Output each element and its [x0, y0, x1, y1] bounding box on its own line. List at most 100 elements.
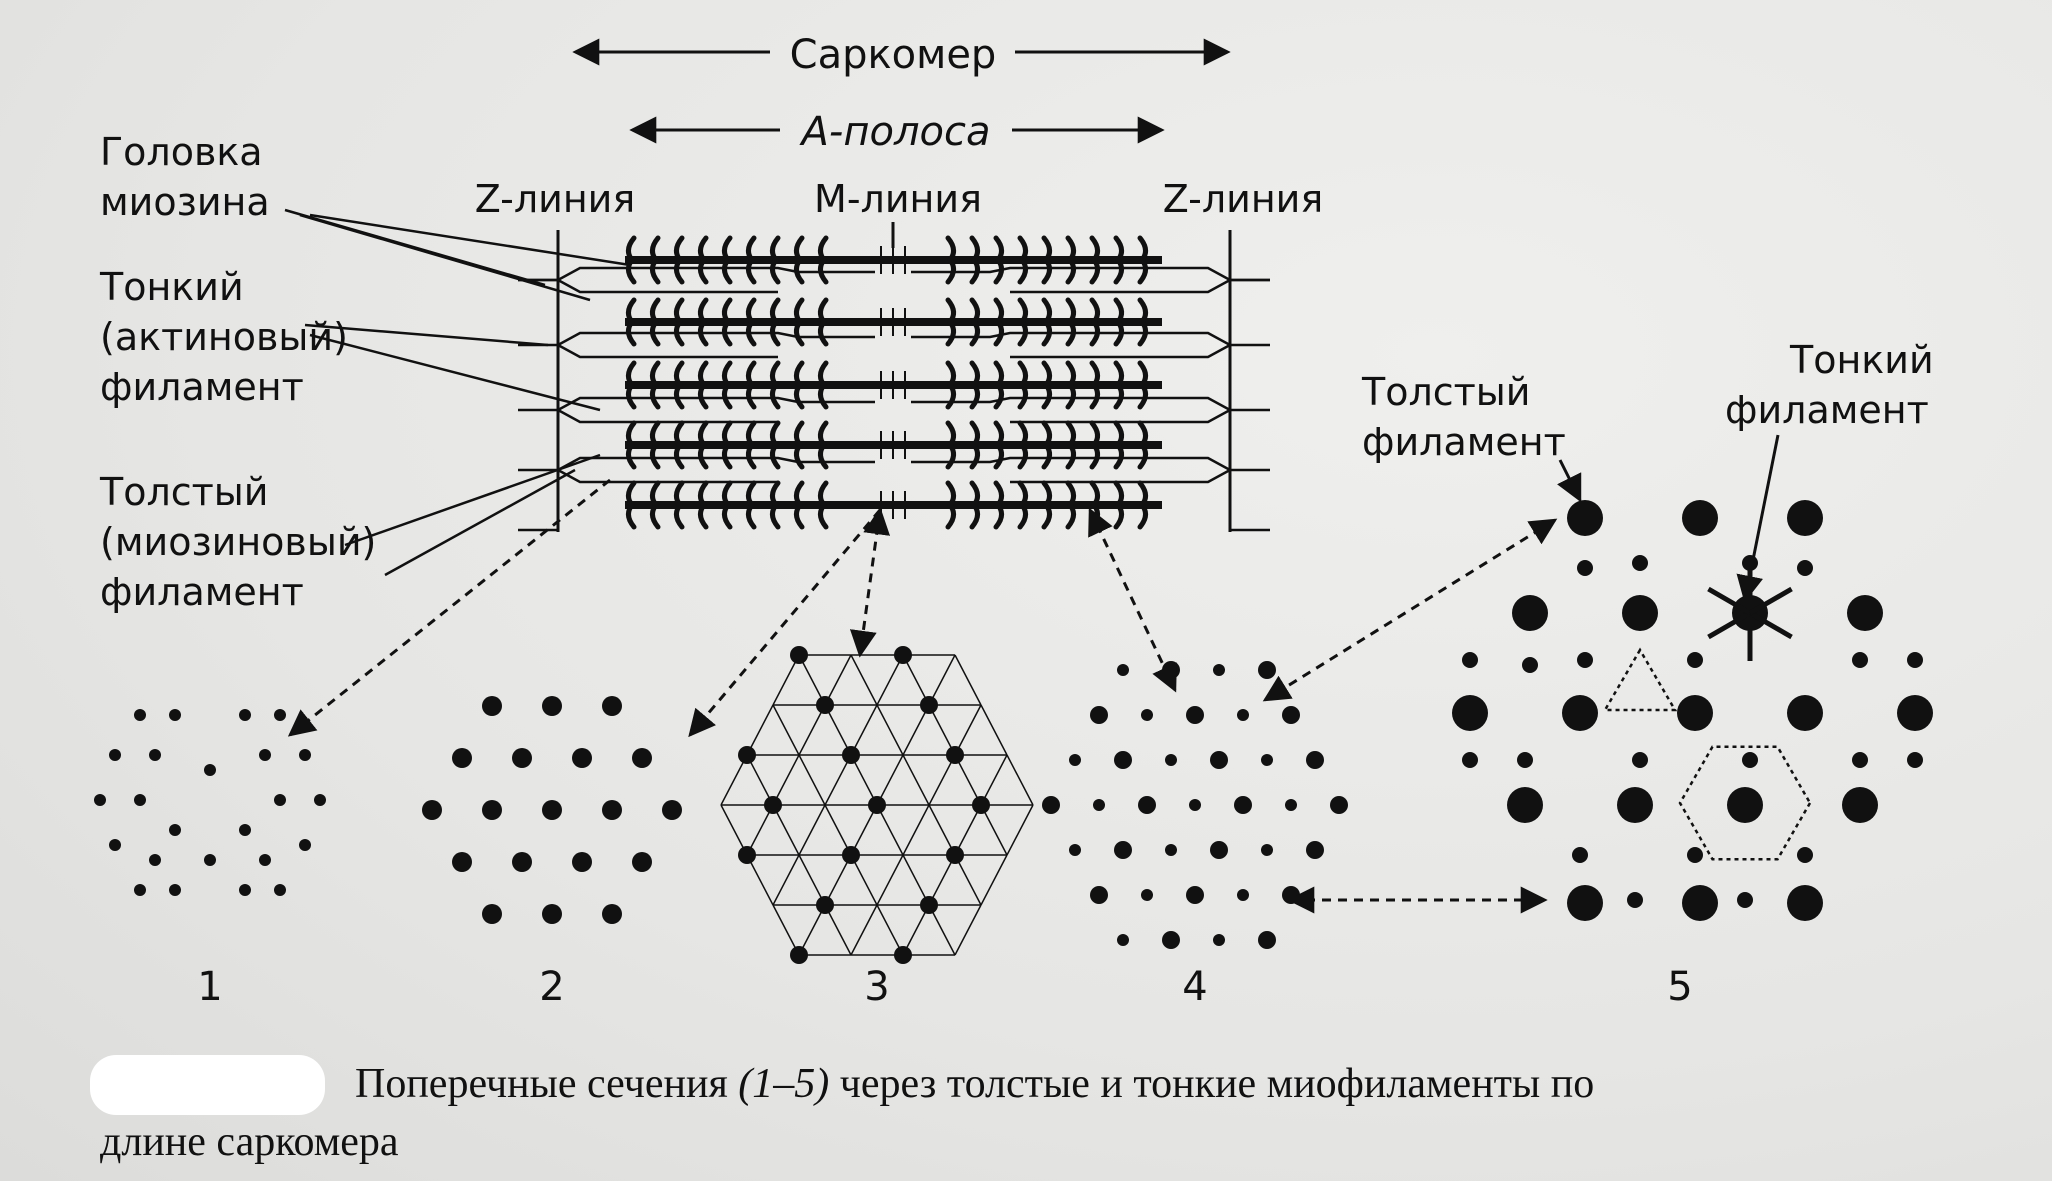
section-3-lattice-line [850, 654, 878, 706]
section-2-thick-filament [662, 800, 682, 820]
myosin-head [969, 420, 980, 470]
thin-filament-right [911, 266, 1270, 282]
myosin-head [818, 480, 829, 530]
section-3-lattice-line [928, 804, 956, 856]
myosin-head-label-2: миозина [100, 180, 270, 224]
section-5-thin-filament [1517, 752, 1533, 768]
section-4-filament [1258, 931, 1276, 949]
section-4-filament [1093, 799, 1105, 811]
section-2-thick-filament [542, 904, 562, 924]
section-3-lattice-line [876, 654, 904, 706]
section-4-filament [1141, 709, 1153, 721]
section-5-thick-filament [1787, 885, 1823, 921]
section-3-lattice-line [824, 904, 852, 956]
section-5-thin-filament [1797, 847, 1813, 863]
section-5-thin-filament [1742, 752, 1758, 768]
myosin-head [1041, 420, 1052, 470]
section-3-lattice-line [772, 654, 800, 706]
section-4-filament [1117, 934, 1129, 946]
section-5-thin-filament [1577, 560, 1593, 576]
section-3-lattice-line [954, 754, 982, 806]
section-4-filament [1210, 841, 1228, 859]
z-line-right-label: Z-линия [1163, 177, 1323, 221]
section-3-thick-filament [816, 696, 834, 714]
section-3-lattice-line [954, 854, 982, 906]
myosin-head [818, 235, 829, 285]
section-3-lattice-line [1006, 754, 1034, 806]
myosin-head [1041, 360, 1052, 410]
section-3-lattice-line [954, 804, 982, 856]
section-1-thin-filament [94, 794, 106, 806]
thin-filament-right [1010, 278, 1231, 294]
myosin-head [650, 480, 661, 530]
myosin-head [993, 297, 1004, 347]
thin-filament-right-label-1: Тонкий [1789, 338, 1934, 382]
myosin-head-label-1: Головка [100, 130, 263, 174]
section-5-thick-filament [1682, 500, 1718, 536]
myosin-head [650, 420, 661, 470]
section-4-filament [1213, 664, 1225, 676]
section-3-thick-filament [946, 746, 964, 764]
section-5-cross-bridge [1748, 586, 1793, 616]
section-3-thick-filament [738, 846, 756, 864]
section-4-filament [1285, 799, 1297, 811]
section-3-thick-filament [920, 696, 938, 714]
section-2-thick-filament [602, 696, 622, 716]
section-1-thin-filament [239, 709, 251, 721]
section-4-filament [1090, 886, 1108, 904]
myosin-head [650, 297, 661, 347]
section-1-thin-filament [259, 854, 271, 866]
myosin-head [1065, 420, 1076, 470]
myosin-head [1137, 297, 1148, 347]
section-5-thin-filament [1852, 752, 1868, 768]
section-2-thick-filament [602, 800, 622, 820]
section-5-thick-filament [1622, 595, 1658, 631]
section-4-filament [1258, 661, 1276, 679]
myosin-head [698, 480, 709, 530]
thin-filament-left [557, 468, 778, 484]
section-4-filament [1261, 754, 1273, 766]
section-4-filament [1117, 664, 1129, 676]
section-3-lattice-line [876, 704, 904, 756]
caption-line-1: Поперечные сечения (1–5) через толстые и… [355, 1061, 1594, 1107]
label-leader-line [304, 323, 549, 347]
section-3-lattice-line [772, 704, 800, 756]
section-1-thin-filament [149, 854, 161, 866]
myosin-head [722, 297, 733, 347]
section-1-thin-filament [109, 839, 121, 851]
section-5-thin-filament [1797, 560, 1813, 576]
section-pointer-arrow [1262, 518, 1558, 702]
section-1-thin-filament [149, 749, 161, 761]
section-3-lattice-line [850, 904, 878, 956]
section-4-filament [1162, 931, 1180, 949]
myosin-head [674, 420, 685, 470]
section-4-filament [1189, 799, 1201, 811]
section-2-thick-filament [512, 748, 532, 768]
thin-filament-right [1010, 343, 1231, 359]
section-number-2: 2 [539, 964, 564, 1010]
section-2-thick-filament [452, 748, 472, 768]
myosin-head [626, 360, 637, 410]
section-5-thick-filament [1787, 695, 1823, 731]
myosin-head [794, 360, 805, 410]
section-1-thin-filament [259, 749, 271, 761]
section-5-thin-filament [1737, 892, 1753, 908]
section-4-filament [1069, 844, 1081, 856]
section-4-filament [1306, 751, 1324, 769]
myosin-head [746, 235, 757, 285]
myosin-head [722, 420, 733, 470]
pointer-arrows [287, 478, 1558, 914]
section-4-filament [1234, 796, 1252, 814]
thick-filament-pointer [1557, 459, 1582, 503]
section-4-filament [1210, 751, 1228, 769]
section-3-lattice-line [772, 754, 800, 806]
myosin-head [1089, 420, 1100, 470]
section-3-lattice-line [746, 854, 774, 906]
section-3-lattice-line [798, 854, 826, 906]
myosin-head [746, 480, 757, 530]
myosin-head [722, 480, 733, 530]
section-3-lattice-line [772, 904, 800, 956]
section-3-lattice-line [772, 854, 800, 906]
myosin-head [1089, 480, 1100, 530]
